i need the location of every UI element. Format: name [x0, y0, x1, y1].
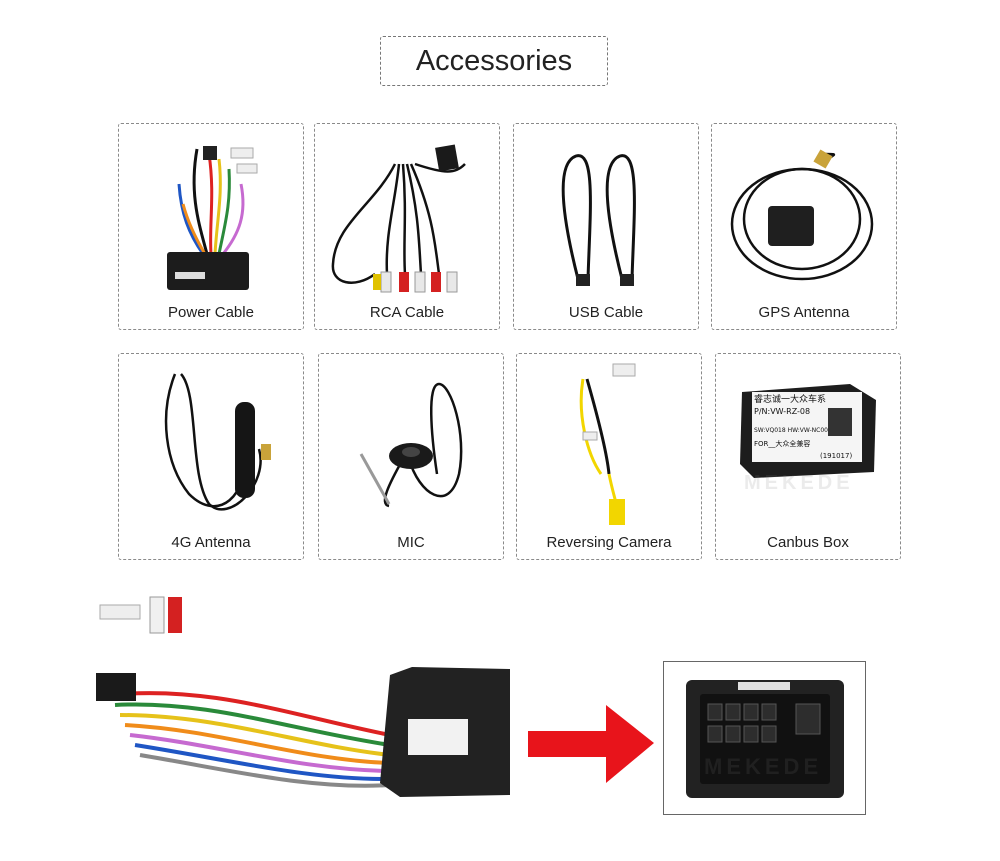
4g-antenna-image — [164, 373, 271, 511]
usb-cable-image — [561, 154, 636, 286]
accessory-label: Reversing Camera — [546, 534, 672, 551]
accessory-card-4g-antenna: 4G Antenna — [118, 353, 304, 560]
accessory-label: 4G Antenna — [171, 534, 251, 551]
arrow-right-icon — [528, 705, 654, 783]
accessory-card-mic: MIC — [318, 353, 504, 560]
accessory-label: Canbus Box — [767, 534, 849, 551]
accessory-label: Power Cable — [168, 304, 254, 321]
page-title: Accessories — [380, 36, 608, 86]
accessory-label: MIC — [397, 534, 425, 551]
accessory-label: USB Cable — [568, 304, 644, 321]
canbus-label-line4: FOR__大众全兼容 — [754, 439, 810, 448]
accessory-card-gps-antenna: GPS Antenna — [711, 123, 897, 330]
watermark: MEKEDE — [704, 754, 823, 779]
connector-image — [686, 680, 844, 798]
power-cable-image — [167, 146, 258, 290]
connector-detail-card: MEKEDE — [663, 661, 866, 815]
reversing-camera-image — [579, 363, 636, 525]
mic-image — [359, 382, 463, 508]
canbus-label-line5: (191017) — [820, 452, 852, 460]
harness-image — [96, 596, 510, 797]
gps-antenna-image — [730, 149, 874, 281]
accessory-label: GPS Antenna — [758, 304, 850, 321]
canbus-label-line3: SW:VQ018 HW:VW-NC00 — [754, 427, 828, 434]
accessory-card-canbus-box: 睿志诚一大众车系 P/N:VW-RZ-08 SW:VQ018 HW:VW-NC0… — [715, 353, 901, 560]
accessory-card-power-cable: Power Cable — [118, 123, 304, 330]
accessory-card-reversing-camera: Reversing Camera — [516, 353, 702, 560]
rca-cable-image — [331, 144, 466, 293]
canbus-box-image: 睿志诚一大众车系 P/N:VW-RZ-08 SW:VQ018 HW:VW-NC0… — [740, 384, 876, 478]
accessory-label: RCA Cable — [369, 304, 445, 321]
watermark: MEKEDE — [744, 472, 854, 494]
canbus-label-line2: P/N:VW-RZ-08 — [754, 407, 810, 416]
accessory-card-usb-cable: USB Cable — [513, 123, 699, 330]
accessory-card-rca-cable: RCA Cable — [314, 123, 500, 330]
canbus-label-line1: 睿志诚一大众车系 — [754, 393, 826, 405]
